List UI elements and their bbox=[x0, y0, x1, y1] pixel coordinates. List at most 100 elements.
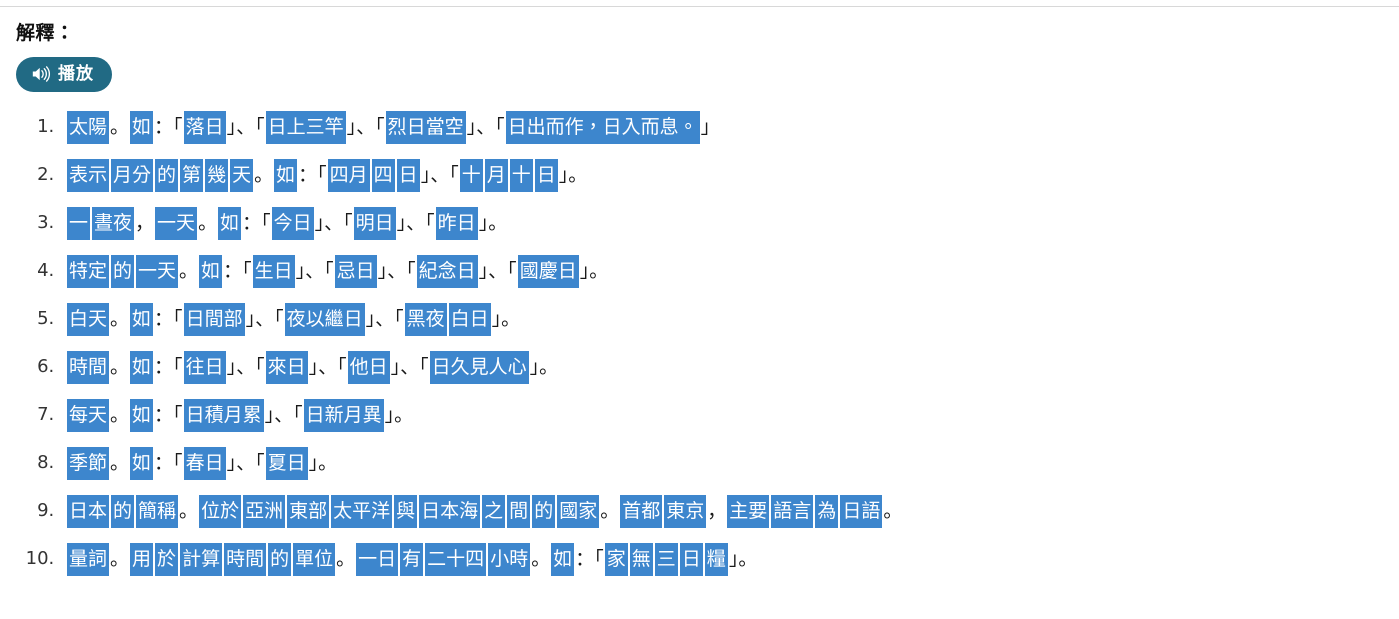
highlighted-term[interactable]: 單位 bbox=[293, 542, 336, 576]
highlighted-term[interactable]: 十 bbox=[459, 158, 483, 192]
highlighted-term[interactable]: 往日 bbox=[183, 350, 226, 384]
highlighted-term[interactable]: 忌日 bbox=[334, 254, 377, 288]
highlighted-term[interactable]: 與 bbox=[394, 494, 418, 528]
highlighted-term[interactable]: 日上三竿 bbox=[265, 110, 346, 144]
highlighted-term[interactable]: 十 bbox=[509, 158, 533, 192]
highlighted-term[interactable]: 時間 bbox=[67, 350, 110, 384]
highlighted-term[interactable]: 落日 bbox=[183, 110, 226, 144]
play-audio-button[interactable]: 播放 bbox=[16, 57, 112, 92]
highlighted-term[interactable]: 生日 bbox=[252, 254, 295, 288]
highlighted-term[interactable]: 烈日當空 bbox=[385, 110, 466, 144]
highlighted-term[interactable]: 如 bbox=[130, 446, 154, 480]
highlighted-term[interactable]: 如 bbox=[130, 110, 154, 144]
highlighted-term[interactable]: 為 bbox=[815, 494, 839, 528]
highlighted-term[interactable]: 月分 bbox=[111, 158, 154, 192]
highlighted-term[interactable]: 白日 bbox=[448, 302, 491, 336]
highlighted-term[interactable]: 糧 bbox=[704, 542, 728, 576]
highlighted-term[interactable]: 夜以繼日 bbox=[284, 302, 365, 336]
highlighted-term[interactable]: 紀念日 bbox=[416, 254, 478, 288]
plain-text: 」、「 bbox=[466, 116, 505, 138]
highlighted-term[interactable]: 無 bbox=[629, 542, 653, 576]
highlighted-term[interactable]: 來日 bbox=[265, 350, 308, 384]
highlighted-term[interactable]: 日積月累 bbox=[183, 398, 264, 432]
highlighted-term[interactable]: 用 bbox=[130, 542, 154, 576]
highlighted-term[interactable]: 四 bbox=[371, 158, 395, 192]
highlighted-term[interactable]: 晝夜 bbox=[92, 206, 135, 240]
highlighted-term[interactable]: 他日 bbox=[347, 350, 390, 384]
highlighted-term[interactable]: 日出而作，日入而息。 bbox=[505, 110, 700, 144]
highlighted-term[interactable]: 昨日 bbox=[435, 206, 478, 240]
highlighted-term[interactable]: 春日 bbox=[183, 446, 226, 480]
highlighted-term[interactable]: 的 bbox=[532, 494, 556, 528]
highlighted-term[interactable]: 主要 bbox=[727, 494, 770, 528]
highlighted-term[interactable]: 第 bbox=[180, 158, 204, 192]
highlighted-term[interactable]: 首都 bbox=[620, 494, 663, 528]
highlighted-term[interactable]: 如 bbox=[130, 350, 154, 384]
highlighted-term[interactable]: 今日 bbox=[271, 206, 314, 240]
highlighted-term[interactable]: 的 bbox=[111, 254, 135, 288]
highlighted-term[interactable]: 如 bbox=[199, 254, 223, 288]
highlighted-term[interactable]: 簡稱 bbox=[136, 494, 179, 528]
highlighted-term[interactable]: 一日 bbox=[356, 542, 399, 576]
highlighted-term[interactable]: 東京 bbox=[664, 494, 707, 528]
highlighted-term[interactable]: 日新月異 bbox=[303, 398, 384, 432]
highlighted-term[interactable]: 小時 bbox=[488, 542, 531, 576]
highlighted-term[interactable]: 明日 bbox=[353, 206, 396, 240]
highlighted-term[interactable]: 日間部 bbox=[183, 302, 245, 336]
plain-text: ， bbox=[707, 500, 727, 522]
speaker-icon bbox=[31, 65, 51, 83]
highlighted-term[interactable]: 家 bbox=[604, 542, 628, 576]
highlighted-term[interactable]: 夏日 bbox=[265, 446, 308, 480]
plain-text: 。 bbox=[531, 548, 551, 570]
highlighted-term[interactable]: 天 bbox=[230, 158, 254, 192]
highlighted-term[interactable]: 季節 bbox=[67, 446, 110, 480]
highlighted-term[interactable]: 如 bbox=[274, 158, 298, 192]
highlighted-term[interactable]: 語言 bbox=[771, 494, 814, 528]
highlighted-term[interactable]: 日久見人心 bbox=[429, 350, 529, 384]
highlighted-term[interactable]: 每天 bbox=[67, 398, 110, 432]
highlighted-term[interactable]: 於 bbox=[155, 542, 179, 576]
highlighted-term[interactable]: 如 bbox=[551, 542, 575, 576]
highlighted-term[interactable]: 表示 bbox=[67, 158, 110, 192]
highlighted-term[interactable]: 太陽 bbox=[67, 110, 110, 144]
highlighted-term[interactable]: 亞洲 bbox=[243, 494, 286, 528]
highlighted-term[interactable]: 的 bbox=[111, 494, 135, 528]
highlighted-term[interactable]: 一天 bbox=[155, 206, 198, 240]
highlighted-term[interactable]: 如 bbox=[218, 206, 242, 240]
highlighted-term[interactable]: 太平洋 bbox=[331, 494, 393, 528]
highlighted-term[interactable]: 計算 bbox=[180, 542, 223, 576]
plain-text: 。 bbox=[110, 116, 130, 138]
highlighted-term[interactable]: 三 bbox=[654, 542, 678, 576]
highlighted-term[interactable]: 時間 bbox=[224, 542, 267, 576]
highlighted-term[interactable]: 位於 bbox=[199, 494, 242, 528]
highlighted-term[interactable]: 二十四 bbox=[425, 542, 487, 576]
highlighted-term[interactable]: 日本海 bbox=[419, 494, 481, 528]
highlighted-term[interactable]: 東部 bbox=[287, 494, 330, 528]
highlighted-term[interactable]: 的 bbox=[268, 542, 292, 576]
highlighted-term[interactable]: 間 bbox=[507, 494, 531, 528]
highlighted-term[interactable]: 一天 bbox=[136, 254, 179, 288]
highlighted-term[interactable]: 國家 bbox=[557, 494, 600, 528]
highlighted-term[interactable]: 如 bbox=[130, 398, 154, 432]
highlighted-term[interactable]: 如 bbox=[130, 302, 154, 336]
plain-text: 。 bbox=[110, 452, 130, 474]
highlighted-term[interactable]: 之 bbox=[482, 494, 506, 528]
highlighted-term[interactable]: 國慶日 bbox=[517, 254, 579, 288]
highlighted-term[interactable]: 日語 bbox=[840, 494, 883, 528]
highlighted-term[interactable]: 日 bbox=[534, 158, 558, 192]
highlighted-term[interactable]: 日 bbox=[679, 542, 703, 576]
highlighted-term[interactable]: 日 bbox=[396, 158, 420, 192]
highlighted-term[interactable]: 幾 bbox=[205, 158, 229, 192]
highlighted-term[interactable]: 有 bbox=[400, 542, 424, 576]
highlighted-term[interactable]: 量詞 bbox=[67, 542, 110, 576]
highlighted-term[interactable]: 特定 bbox=[67, 254, 110, 288]
plain-text: 」。 bbox=[308, 452, 338, 474]
highlighted-term[interactable]: 一 bbox=[67, 206, 91, 240]
highlighted-term[interactable]: 月 bbox=[484, 158, 508, 192]
highlighted-term[interactable]: 黑夜 bbox=[404, 302, 447, 336]
highlighted-term[interactable]: 白天 bbox=[67, 302, 110, 336]
highlighted-term[interactable]: 的 bbox=[155, 158, 179, 192]
highlighted-term[interactable]: 日本 bbox=[67, 494, 110, 528]
highlighted-term[interactable]: 四月 bbox=[327, 158, 370, 192]
